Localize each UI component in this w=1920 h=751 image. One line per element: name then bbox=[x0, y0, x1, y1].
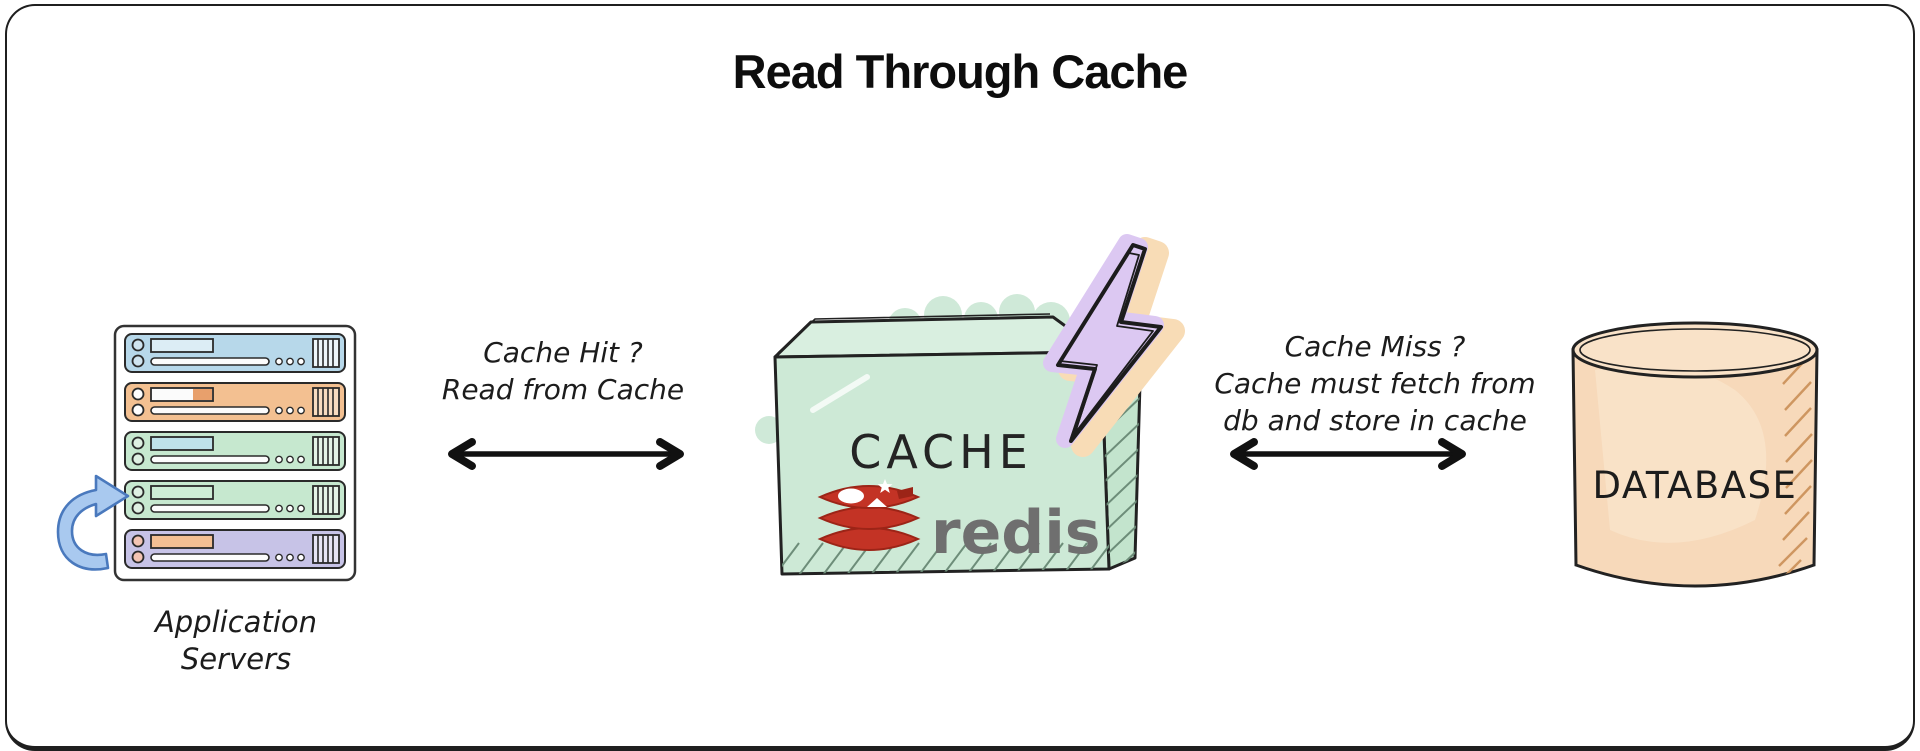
cache-miss-label: Cache Miss ? Cache must fetch from db an… bbox=[1214, 330, 1536, 437]
hatching bbox=[782, 542, 1109, 574]
cache-node: CACHE redis bbox=[755, 234, 1185, 576]
redis-wordmark: redis bbox=[931, 498, 1101, 568]
server-row bbox=[124, 529, 346, 569]
loop-arrow-icon bbox=[56, 474, 130, 571]
server-row bbox=[124, 333, 346, 373]
redis-logo-icon bbox=[817, 479, 921, 551]
lightning-bolt-icon bbox=[1043, 234, 1185, 457]
cache-label: CACHE bbox=[849, 425, 1033, 479]
application-servers-icon bbox=[113, 324, 357, 582]
application-servers-label: Application Servers bbox=[154, 605, 318, 676]
database-node: DATABASE bbox=[1571, 321, 1819, 588]
cache-hit-arrow bbox=[448, 438, 684, 470]
cache-miss-arrow bbox=[1230, 438, 1466, 470]
page-title: Read Through Cache bbox=[732, 45, 1189, 98]
server-row bbox=[124, 480, 346, 520]
server-row bbox=[124, 382, 346, 422]
server-row bbox=[124, 431, 346, 471]
database-label: DATABASE bbox=[1593, 464, 1798, 507]
cache-hit-label: Cache Hit ? Read from Cache bbox=[441, 336, 685, 406]
